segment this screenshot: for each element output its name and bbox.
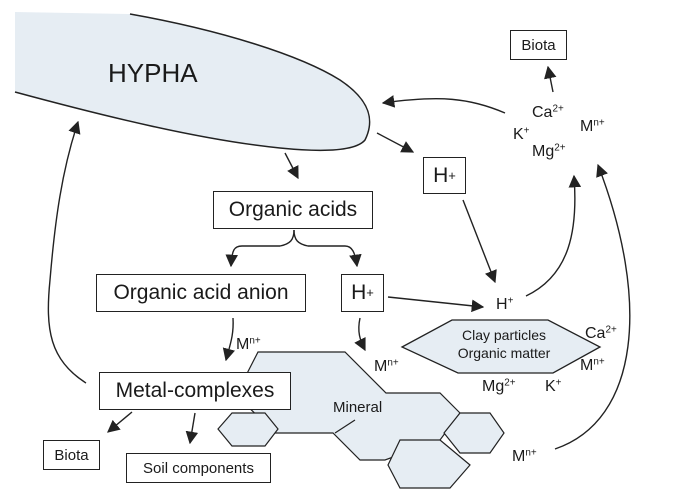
arrow-hplus-mid-to-clay — [387, 296, 485, 313]
organic-acid-anion-box: Organic acid anion — [96, 274, 306, 312]
arrow-complexes-to-biota — [107, 411, 133, 433]
hplus-middle-symbol: H — [351, 281, 367, 304]
ion-k-clay: K+ — [545, 377, 562, 395]
ion-ca-top: Ca2+ — [532, 103, 564, 121]
hypha-outline — [14, 13, 371, 152]
ion-mg-clay: Mg2+ — [482, 377, 516, 395]
arrow-complexes-to-hypha — [47, 120, 87, 384]
arrow-organic-acids-split-right — [293, 229, 362, 268]
arrow-complexes-to-soil — [185, 412, 199, 445]
arrow-hypha-to-organic-acids — [284, 152, 299, 180]
clay-label: Clay particles Organic matter — [448, 326, 560, 362]
ion-m-clay: Mn+ — [580, 356, 605, 374]
arrow-ions-to-biota — [544, 65, 557, 93]
metal-complexes-box: Metal-complexes — [99, 372, 291, 410]
mineral-label: Mineral — [333, 399, 383, 416]
mineral-notch — [334, 419, 356, 434]
soil-components-box: Soil components — [126, 453, 271, 483]
arrow-mineral-mn-to-cations — [554, 163, 631, 450]
ion-m-top: Mn+ — [580, 117, 605, 135]
ion-h-clay: H+ — [496, 295, 514, 313]
arrow-clay-to-cations — [525, 174, 582, 297]
ion-k-top: K+ — [513, 125, 530, 143]
ion-m-mineral: Mn+ — [374, 357, 399, 375]
clay-shape — [400, 319, 602, 374]
organic-acids-box: Organic acids — [213, 191, 373, 229]
arrow-organic-acids-split — [225, 229, 295, 268]
arrow-hplus-top-down — [462, 199, 497, 284]
ion-m-anion: Mn+ — [236, 335, 261, 353]
mineral-crystal-bottom — [387, 439, 471, 489]
arrow-hypha-to-hplus-top — [376, 132, 415, 153]
arrow-hplus-mid-to-mineral — [354, 317, 366, 352]
ion-m-bottom: Mn+ — [512, 447, 537, 465]
ion-ca-clay: Ca2+ — [585, 324, 617, 342]
mineral-crystal-left — [217, 412, 279, 447]
hypha-label: HYPHA — [108, 58, 198, 88]
clay-label-line2: Organic matter — [457, 345, 551, 361]
hypha-shape — [15, 12, 370, 151]
arrow-anion-to-complexes — [222, 317, 236, 362]
hplus-top-symbol: H — [433, 163, 449, 187]
ion-mg-top: Mg2+ — [532, 142, 566, 160]
mineral-crystal-right — [443, 412, 505, 454]
arrow-cations-to-hypha — [381, 95, 506, 114]
hplus-top-box: H+ — [423, 157, 466, 194]
biota-top-box: Biota — [510, 30, 567, 60]
biota-bottom-box: Biota — [43, 440, 100, 470]
clay-label-line1: Clay particles — [461, 327, 547, 343]
hplus-middle-box: H+ — [341, 274, 384, 312]
